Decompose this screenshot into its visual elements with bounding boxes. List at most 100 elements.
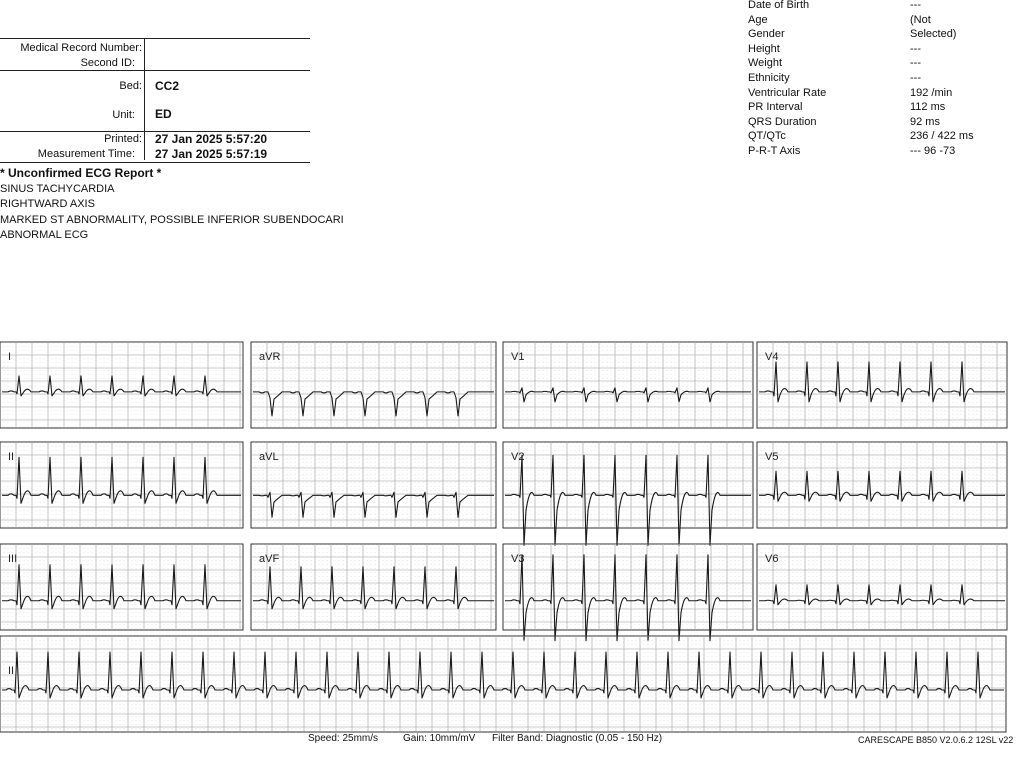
lead-label: V3 <box>511 553 524 565</box>
demo-row: PR Interval 112 ms <box>748 100 1008 115</box>
unit-label: Unit: <box>112 109 135 121</box>
demo-row: P-R-T Axis--- 96 -73 <box>748 144 1008 159</box>
speed-label: Speed: 25mm/s <box>308 733 379 744</box>
demo-label: Age <box>748 13 768 26</box>
ecg-waveform <box>2 375 241 397</box>
bed-value: CC2 <box>155 79 180 93</box>
interpretation-line: SINUS TACHYCARDIA <box>0 182 115 195</box>
patient-info-table: Medical Record Number: Second ID: Bed: C… <box>0 38 310 163</box>
demo-label: QRS Duration <box>748 115 817 128</box>
lead-label: aVL <box>259 451 279 463</box>
lead-panel <box>0 441 244 529</box>
demo-row: QRS Duration 92 ms <box>748 115 1008 130</box>
demo-label: Date of Birth <box>748 0 810 11</box>
measurements-panel: Date of Birth --- Age(Not Gender Selected)… <box>748 0 1008 159</box>
ecg-waveform <box>759 470 1005 502</box>
demo-value: 236 / 422 ms <box>910 130 974 143</box>
measurement-row: Measurement Time: 27 Jan 2025 5:57:19 <box>0 146 310 163</box>
lead-panel <box>250 341 497 429</box>
ecg-waveform <box>253 566 494 610</box>
lead-panel <box>250 441 497 529</box>
mrn-label: Medical Record Number: <box>20 42 142 54</box>
demo-row: Age(Not <box>748 13 1008 28</box>
lead-panel <box>756 543 1008 631</box>
demo-value: --- <box>910 0 921 11</box>
grid-lines <box>503 544 753 630</box>
interpretation-line: ABNORMAL ECG <box>0 229 89 241</box>
interpretation: * Unconfirmed ECG Report * SINUS TACHYCA… <box>0 166 344 244</box>
ecg-waveform <box>505 454 751 546</box>
demo-value: --- <box>910 42 921 55</box>
mrn-row: Medical Record Number: <box>0 38 310 57</box>
lead-label: aVR <box>259 351 280 363</box>
demo-row: Height--- <box>748 42 1008 57</box>
lead-label: V1 <box>511 351 524 363</box>
lead-label: V4 <box>765 351 778 363</box>
device-label: CARESCAPE B850 V2.0.6.2 12SL v22 <box>858 735 1014 745</box>
printed-label: Printed: <box>104 133 142 145</box>
ecg-waveform <box>253 491 494 518</box>
demo-label: Ethnicity <box>748 71 790 84</box>
lead-panel <box>0 635 1007 733</box>
demo-row: Ethnicity --- <box>748 71 1008 86</box>
demo-value: --- 96 -73 <box>910 144 956 157</box>
lead-panel <box>502 441 754 529</box>
grid-lines <box>0 342 243 428</box>
demo-row: QT/QTc 236 / 422 ms <box>748 129 1008 144</box>
demo-label: QT/QTc <box>748 130 786 143</box>
lead-panel <box>756 341 1008 429</box>
demo-value: --- <box>910 71 921 84</box>
ecg-waveform <box>253 391 494 417</box>
demo-row: Ventricular Rate 192 /min <box>748 86 1008 101</box>
ecg-waveform <box>759 584 1005 606</box>
bed-row: Bed: CC2 <box>0 70 310 101</box>
lead-label: V5 <box>765 451 778 463</box>
demo-value: --- <box>910 57 921 70</box>
table-divider <box>144 38 145 160</box>
ecg-waveform <box>505 554 751 642</box>
lead-panel <box>0 543 244 631</box>
filter-label: Filter Band: Diagnostic (0.05 - 150 Hz) <box>492 733 663 744</box>
unit-value: ED <box>155 107 172 121</box>
second-id-row: Second ID: <box>0 57 310 70</box>
lead-panel <box>250 543 497 631</box>
lead-panel <box>0 341 244 429</box>
demo-value: 192 /min <box>910 86 953 99</box>
interpretation-line: RIGHTWARD AXIS <box>0 198 95 210</box>
demo-value: Selected) <box>910 28 957 41</box>
interpretation-line: MARKED ST ABNORMALITY, POSSIBLE INFERIOR… <box>0 213 344 226</box>
bed-label: Bed: <box>119 80 142 92</box>
lead-panel <box>756 441 1008 529</box>
demo-value: 112 ms <box>910 101 946 114</box>
demo-label: Ventricular Rate <box>748 86 827 99</box>
ecg-waveform <box>2 564 241 610</box>
lead-label: V6 <box>765 553 778 565</box>
lead-label: V2 <box>511 451 524 463</box>
lead-label: I <box>8 351 11 363</box>
demo-label: Gender <box>748 28 785 41</box>
demo-row: Gender Selected) <box>748 27 1008 42</box>
ecg-waveform <box>2 456 241 504</box>
demo-row: Weight--- <box>748 56 1008 71</box>
grid-lines <box>757 442 1007 528</box>
grid-dots <box>3 636 1005 732</box>
report-title: * Unconfirmed ECG Report * <box>0 166 162 180</box>
demo-value: 92 ms <box>910 115 940 128</box>
printed-value: 27 Jan 2025 5:57:20 <box>155 132 268 146</box>
rhythm-lead-label: II <box>8 665 14 677</box>
printed-row: Printed: 27 Jan 2025 5:57:20 <box>0 131 310 146</box>
gain-label: Gain: 10mm/mV <box>403 733 476 744</box>
demo-row: Date of Birth --- <box>748 0 1008 13</box>
lead-label: III <box>8 553 17 565</box>
measurement-value: 27 Jan 2025 5:57:19 <box>155 147 268 161</box>
grid-lines <box>757 342 1007 428</box>
measurement-label: Measurement Time: <box>37 148 135 160</box>
lead-label: II <box>8 451 14 463</box>
unit-row: Unit: ED <box>0 101 310 131</box>
demo-label: PR Interval <box>748 101 803 114</box>
grid-lines <box>757 544 1007 630</box>
lead-panel <box>502 341 754 429</box>
ecg-waveform <box>759 361 1005 403</box>
lead-panel <box>502 543 754 631</box>
